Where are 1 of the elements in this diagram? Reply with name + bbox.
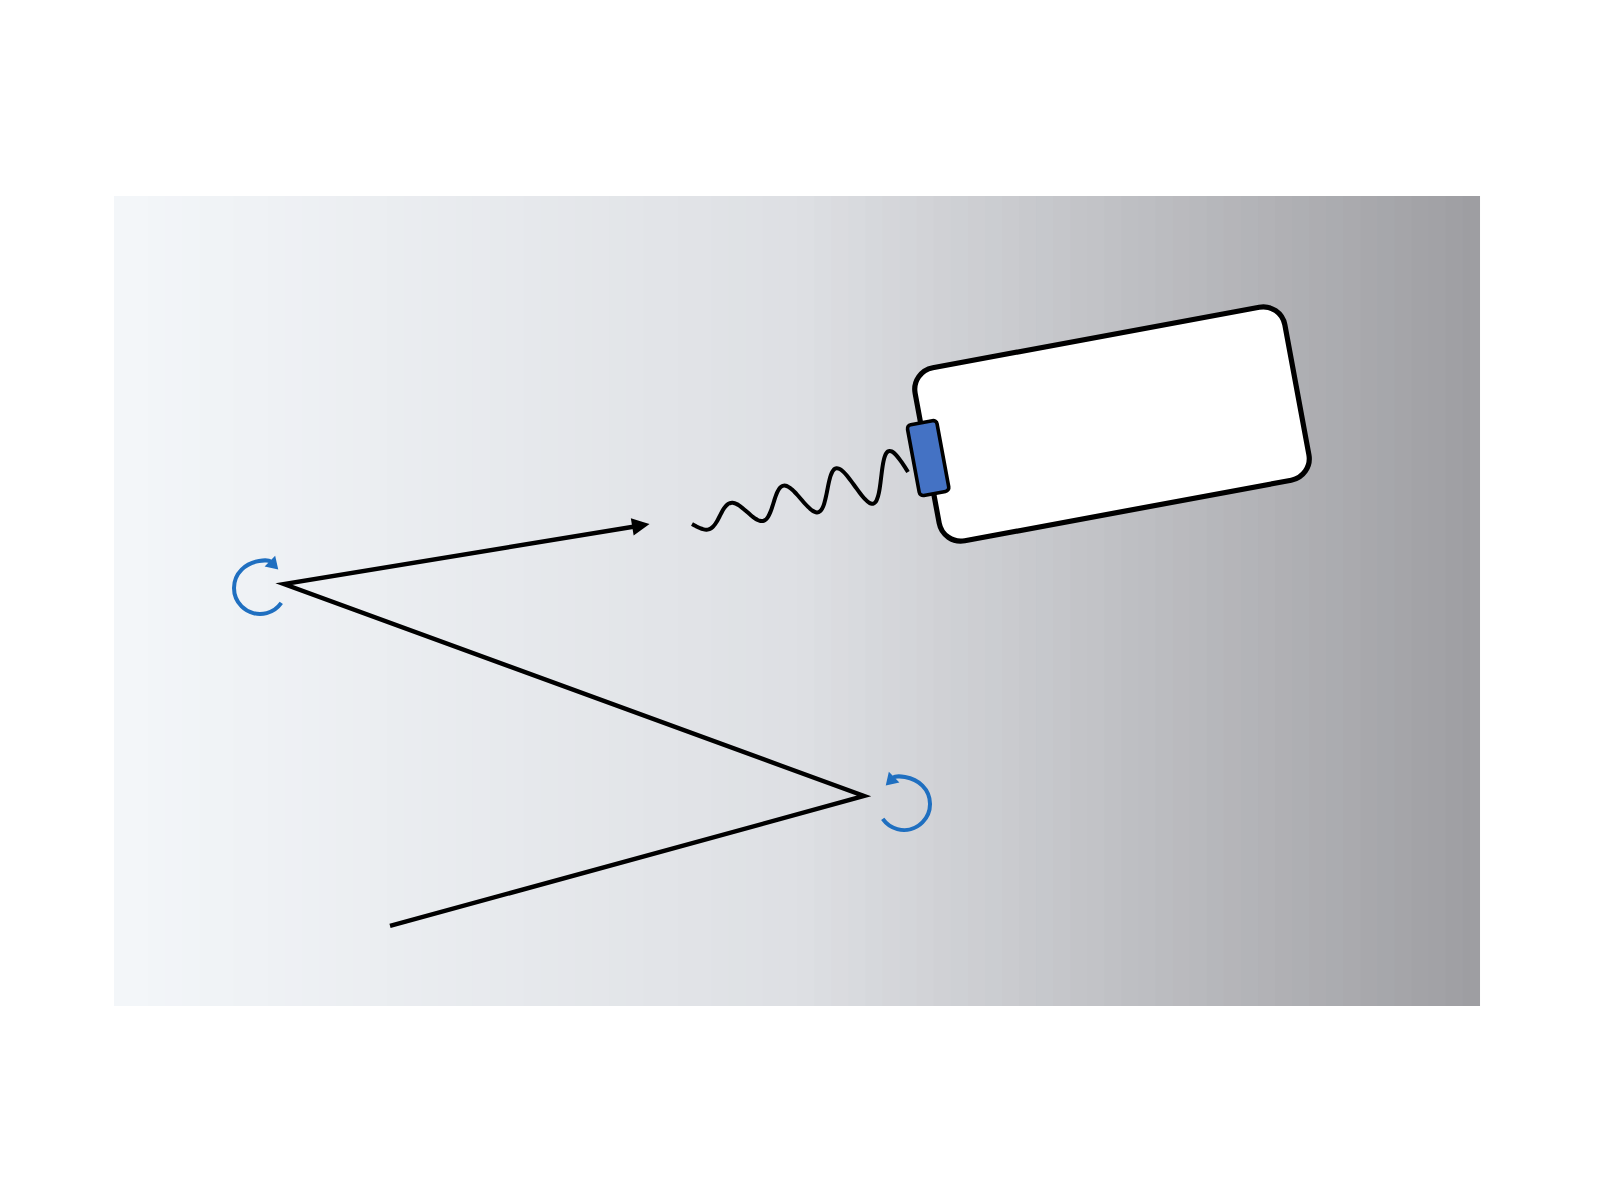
- device-body: [912, 304, 1312, 544]
